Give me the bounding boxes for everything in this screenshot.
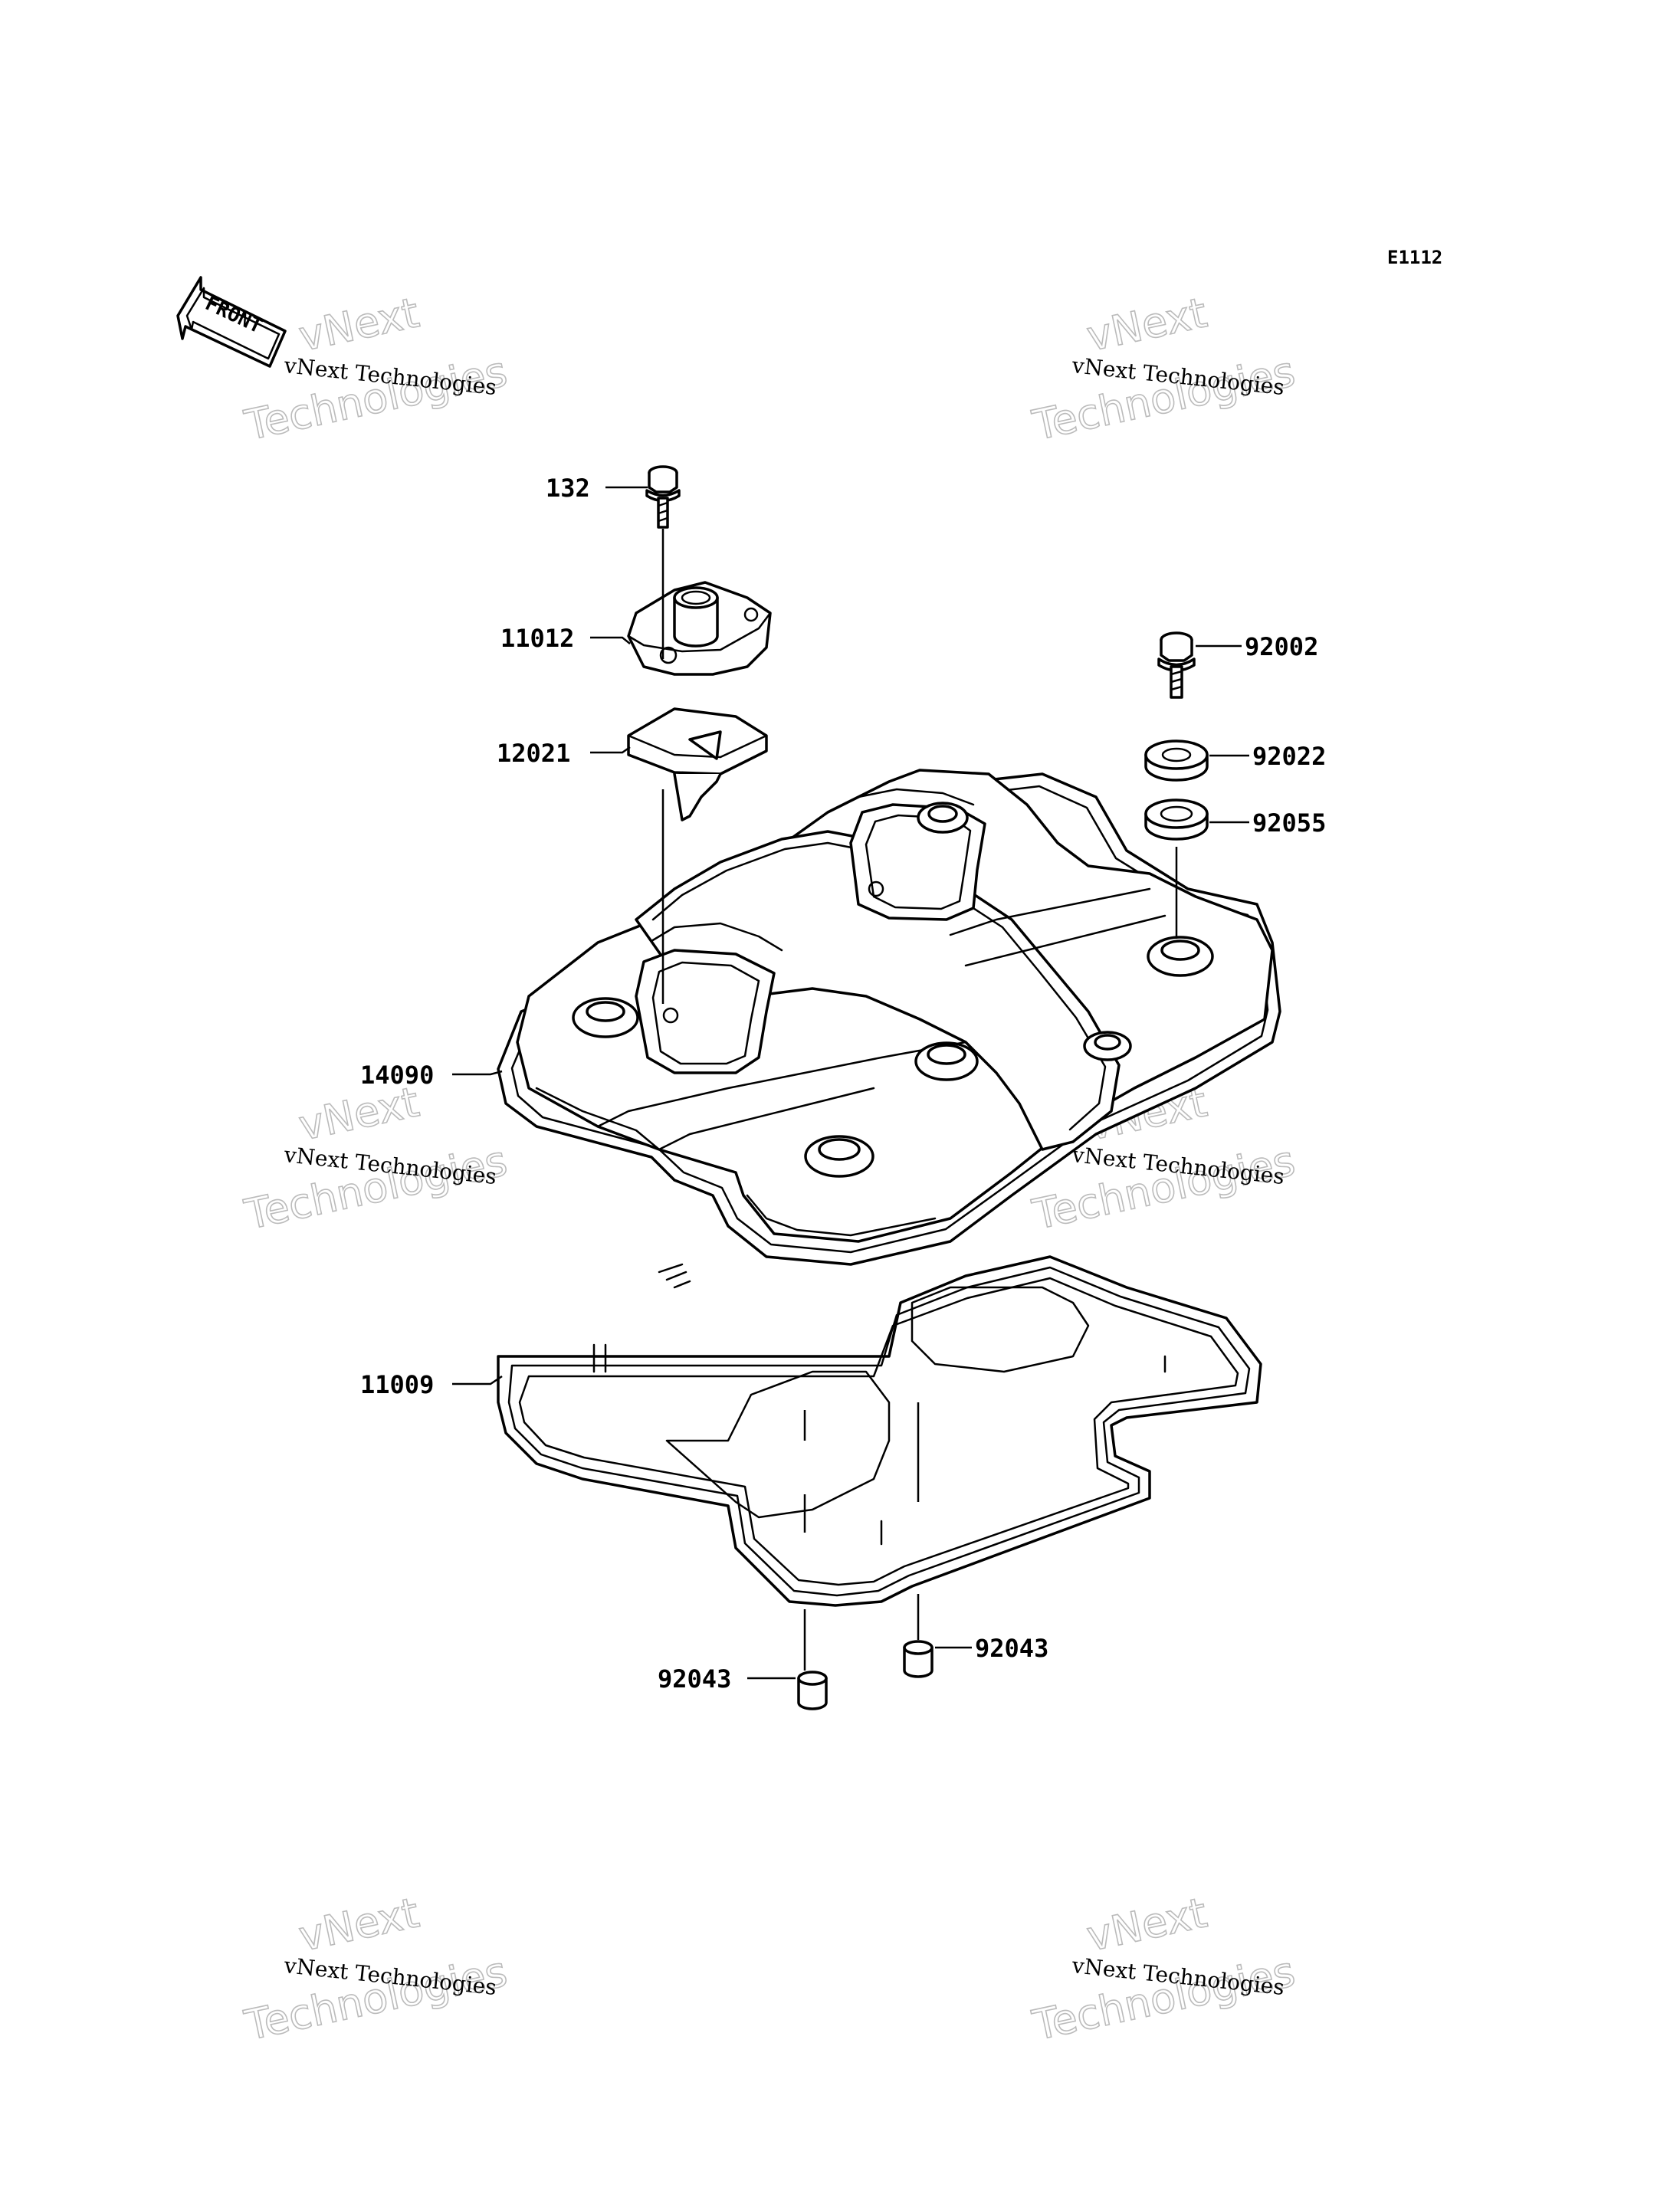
callout-14090: 14090 <box>360 1061 434 1090</box>
watermark-big-line1: vNext <box>295 1888 423 1960</box>
callout-11012: 11012 <box>500 624 574 653</box>
plate-12021 <box>627 707 768 821</box>
watermark-middle-left: vNext Technologies vNext Technologies <box>240 1077 512 1239</box>
callout-leaders <box>452 486 1249 1680</box>
callout-92043-right: 92043 <box>975 1634 1048 1663</box>
breather-cover-11012 <box>627 581 772 676</box>
callout-12021: 12021 <box>497 739 570 768</box>
watermark-big-line1: vNext <box>1083 288 1211 360</box>
callout-92002: 92002 <box>1245 632 1318 661</box>
callout-92043-left: 92043 <box>658 1664 731 1694</box>
watermark-top-right: vNext Technologies vNext Technologies <box>1028 287 1300 450</box>
washer-92022 <box>1144 739 1209 782</box>
callout-92055: 92055 <box>1252 808 1326 838</box>
watermark-top-left: vNext Technologies vNext Technologies <box>240 287 512 450</box>
assembly-lines <box>661 529 1178 1671</box>
callout-11009: 11009 <box>360 1370 434 1399</box>
callout-132: 132 <box>546 474 590 503</box>
dowel-pin-92043-right <box>903 1640 934 1678</box>
dowel-pin-92043-left <box>797 1671 828 1710</box>
watermark-bottom-left: vNext Technologies vNext Technologies <box>240 1887 512 2050</box>
watermark-big-line1: vNext <box>295 288 423 360</box>
bolt-92002 <box>1157 631 1196 699</box>
head-cover-gasket <box>497 1255 1262 1607</box>
cylinder-head-cover <box>497 769 1281 1266</box>
watermark-big-line1: vNext <box>1083 1888 1211 1960</box>
watermark-bottom-right: vNext Technologies vNext Technologies <box>1028 1887 1300 2050</box>
diagram-code: E1112 <box>1387 247 1442 268</box>
front-arrow-icon: FRONT <box>176 276 287 368</box>
bolt-132 <box>645 465 681 529</box>
callout-92022: 92022 <box>1252 742 1326 771</box>
collar-92055 <box>1144 798 1209 841</box>
